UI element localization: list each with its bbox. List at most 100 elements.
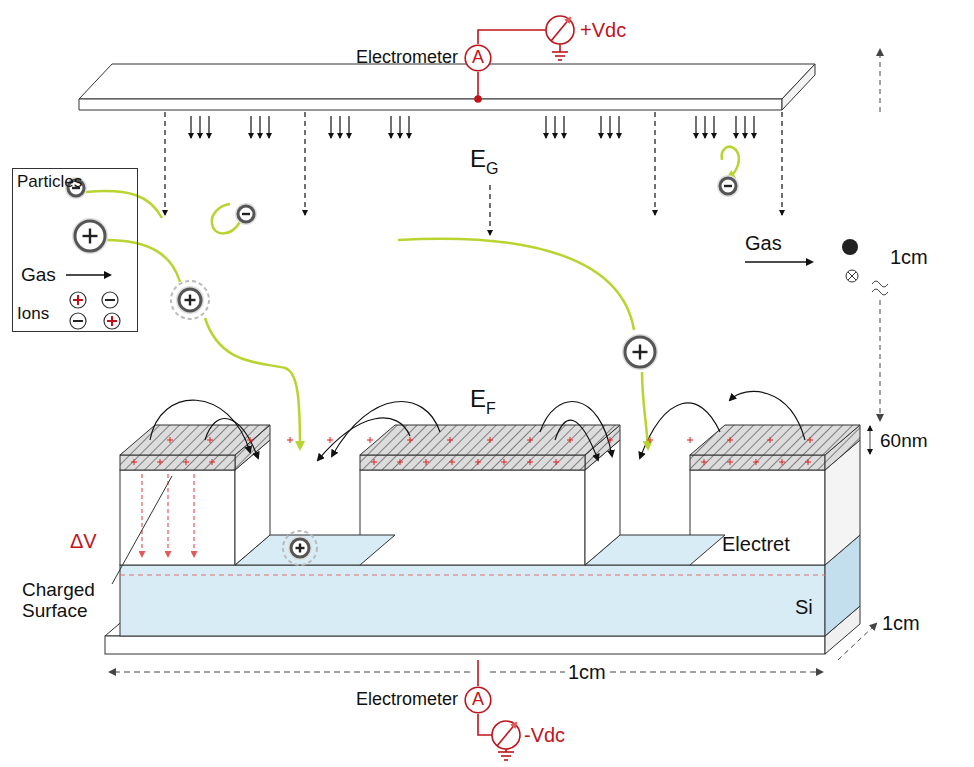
field-arrow — [199, 116, 200, 138]
part-name: Si — [795, 596, 813, 618]
field-arrow — [304, 112, 305, 215]
illustration-part — [610, 437, 611, 443]
illustration-part — [810, 437, 811, 443]
illustration-part — [370, 437, 371, 443]
illustration-part — [556, 459, 557, 465]
field-arrow — [330, 116, 331, 138]
field-arrow — [545, 116, 546, 138]
illustration-part — [410, 437, 411, 443]
illustration-part — [756, 459, 757, 465]
illustration-part — [179, 289, 201, 311]
charged-particle — [235, 203, 257, 225]
illustration-part — [720, 178, 736, 194]
illustration-part — [730, 437, 731, 443]
illustration-part — [238, 206, 254, 222]
ammeter-letter: A — [472, 48, 484, 68]
field-symbol: E — [470, 146, 486, 172]
illustration-part — [717, 175, 739, 197]
legend-entry: Ions — [17, 305, 49, 324]
field-arrow — [609, 116, 610, 138]
illustration-part — [690, 437, 691, 443]
illustration-part — [111, 316, 113, 326]
illustration-part — [450, 437, 451, 443]
illustration-part — [290, 437, 291, 443]
field-arrow — [713, 116, 714, 138]
illustration-part — [452, 459, 453, 465]
illustration-part — [70, 292, 86, 308]
field-arrow — [563, 116, 564, 138]
illustration-part — [639, 345, 641, 360]
legend-entry: Particles — [17, 173, 82, 192]
field-arrow — [399, 116, 400, 138]
illustration-part — [730, 459, 731, 465]
illustration-part — [171, 281, 209, 319]
illustration-part — [570, 437, 571, 443]
field-arrow — [208, 116, 209, 138]
illustration-part — [704, 459, 705, 465]
particle-trajectories — [86, 147, 739, 448]
legend-box: ParticlesGasIons — [12, 168, 138, 332]
illustration-part — [70, 313, 86, 329]
dimension-label: 1cm — [565, 661, 609, 683]
field-arrow — [268, 116, 269, 138]
field-arrow — [695, 116, 696, 138]
flow-label: Gas — [745, 232, 782, 254]
field-arrow — [489, 185, 490, 235]
field-arrow — [554, 116, 555, 138]
field-arrow — [735, 116, 736, 138]
field-subscript: G — [486, 160, 498, 178]
ion-symbol — [102, 292, 118, 308]
illustration-part — [782, 459, 783, 465]
ammeter-circle — [465, 45, 491, 71]
illustration-part — [77, 295, 79, 305]
potential-label: ΔV — [70, 530, 97, 552]
field-symbol: E — [470, 386, 486, 412]
voltage-label: -Vdc — [524, 724, 565, 746]
field-arrow — [408, 116, 409, 138]
ion-symbol — [846, 270, 858, 282]
ammeter-symbol: ElectrometerA — [464, 686, 492, 714]
illustration-part — [170, 437, 171, 443]
illustration-part — [504, 459, 505, 465]
illustration-part — [134, 459, 135, 465]
charged-particle — [717, 175, 739, 197]
field-arrow — [259, 116, 260, 138]
instrument-label: Electrometer — [356, 690, 458, 710]
field-arrow — [390, 116, 391, 138]
illustration-part — [235, 203, 257, 225]
dimension-label: 1cm — [882, 612, 920, 634]
illustration-part — [186, 459, 187, 465]
field-arrow — [618, 116, 619, 138]
illustration-part — [75, 221, 105, 251]
field-arrow — [654, 112, 655, 215]
field-arrow — [339, 116, 340, 138]
illustration-part — [625, 337, 655, 367]
illustration-part — [210, 437, 211, 443]
illustration-part — [490, 437, 491, 443]
illustration-part — [291, 539, 309, 557]
particle-dot — [842, 239, 858, 255]
gas-flow-arrow — [745, 261, 812, 263]
illustration-part — [212, 459, 213, 465]
illustration-part — [400, 459, 401, 465]
illustration-part — [73, 320, 83, 322]
instrument-label: Electrometer — [356, 48, 458, 68]
ammeter-circle — [465, 687, 491, 713]
illustration-part — [650, 437, 651, 443]
illustration-part — [283, 531, 317, 565]
illustration-part — [176, 286, 204, 314]
leader-line — [112, 476, 172, 584]
dimension-label: 60nm — [880, 431, 928, 452]
charged-particle — [171, 281, 209, 319]
field-arrow — [250, 116, 251, 138]
top-electrode — [79, 64, 815, 110]
ammeter-letter: A — [472, 690, 484, 710]
illustration-part — [622, 334, 658, 370]
field-arrow — [781, 112, 782, 215]
charged-particle — [283, 531, 317, 565]
surface-charges — [131, 437, 813, 465]
illustration-part — [724, 185, 732, 187]
illustration-part — [160, 459, 161, 465]
field-subscript: F — [486, 400, 496, 418]
